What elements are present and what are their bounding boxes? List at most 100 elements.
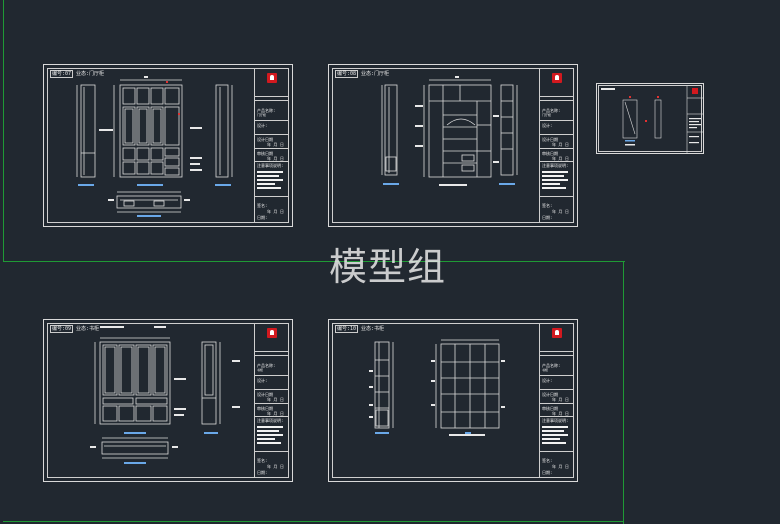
- guide-line-top-divider: [3, 261, 625, 262]
- tb-note-line: [542, 187, 566, 189]
- tb-divider: [255, 120, 289, 121]
- tb-ymd: 年 月 日: [267, 142, 284, 147]
- tb-date: 日期:: [257, 470, 268, 475]
- tb-product-value: 书柜: [542, 368, 549, 372]
- tb-note-line: [257, 183, 275, 185]
- tb-note-line: [542, 442, 566, 444]
- sheet-border: [332, 323, 574, 478]
- tb-note-line: [257, 175, 279, 177]
- sheet-title: 业态:书柜: [76, 326, 100, 332]
- tb-ymd: 年 月 日: [552, 142, 569, 147]
- tb-divider: [540, 416, 574, 417]
- tb-divider: [255, 403, 289, 404]
- tb-review-date: 审核日期: [257, 151, 273, 156]
- tb-divider: [540, 451, 574, 452]
- cad-drawing-hall-cabinet-interior: [381, 76, 518, 186]
- logo-icon: [692, 88, 698, 94]
- cad-drawing-thumbnail: [601, 86, 703, 153]
- tb-signature: 签名:: [542, 458, 553, 463]
- tb-note-line: [257, 171, 283, 173]
- tb-divider: [255, 355, 289, 356]
- tb-designer: 设计:: [257, 378, 268, 383]
- tb-product-value: 书柜: [257, 368, 264, 372]
- tb-signature: 签名:: [257, 203, 268, 208]
- tb-note-line: [257, 187, 281, 189]
- tb-note-line: [542, 430, 564, 432]
- tb-divider: [540, 355, 574, 356]
- tb-ymd: 年 月 日: [267, 397, 284, 402]
- sheet-code: 编号:07: [50, 70, 74, 78]
- tb-note-line: [257, 426, 283, 428]
- tb-divider: [255, 351, 289, 352]
- tb-note-line: [257, 434, 283, 436]
- sheet-border: [47, 323, 289, 478]
- sheet-code: 编号:10: [335, 325, 359, 333]
- tb-divider: [540, 389, 574, 390]
- tb-divider: [540, 96, 574, 97]
- tb-note-line: [542, 179, 568, 181]
- tb-divider: [255, 161, 289, 162]
- tb-review-date: 审核日期: [542, 406, 558, 411]
- tb-design-date: 设计日期: [542, 137, 558, 142]
- watermark-text: 模型组: [329, 245, 447, 289]
- sheet-title: 业态:书柜: [361, 326, 385, 332]
- tb-product-name: 产品名称:: [542, 108, 561, 113]
- tb-ymd: 年 月 日: [267, 411, 284, 416]
- tb-review-date: 审核日期: [257, 406, 273, 411]
- tb-ymd: 年 月 日: [267, 209, 284, 214]
- tb-divider: [255, 100, 289, 101]
- tb-divider: [255, 375, 289, 376]
- drawing-sheet-thumbnail[interactable]: [596, 83, 704, 154]
- sheet-code: 编号:08: [335, 70, 359, 78]
- tb-date: 日期:: [542, 215, 553, 220]
- tb-designer: 设计:: [542, 378, 553, 383]
- tb-notes-header: 注意事项说明:: [257, 418, 284, 423]
- cad-drawing-bookcase-front: [90, 326, 240, 464]
- tb-design-date: 设计日期: [257, 137, 273, 142]
- tb-note-line: [257, 179, 283, 181]
- tb-design-date: 设计日期: [257, 392, 273, 397]
- title-block: 产品名称: 书柜 设计: 设计日期 年 月 日 审核日期 年 月 日 注意事项说…: [539, 323, 574, 478]
- tb-divider: [540, 375, 574, 376]
- guide-line-bottom: [3, 521, 623, 522]
- tb-note-line: [542, 438, 560, 440]
- tb-signature: 签名:: [542, 203, 553, 208]
- tb-notes-header: 注意事项说明:: [542, 418, 569, 423]
- tb-product-value: 门厅柜: [542, 113, 552, 117]
- tb-divider: [540, 148, 574, 149]
- title-block: 产品名称: 门厅柜 设计: 设计日期 年 月 日 审核日期 年 月 日 注意事项…: [254, 68, 289, 223]
- tb-note-line: [542, 434, 568, 436]
- tb-divider: [255, 134, 289, 135]
- tb-note-line: [542, 175, 564, 177]
- tb-divider: [540, 134, 574, 135]
- logo-icon: [552, 328, 562, 338]
- tb-product-name: 产品名称:: [257, 363, 276, 368]
- tb-note-line: [542, 183, 560, 185]
- tb-ymd: 年 月 日: [552, 209, 569, 214]
- tb-divider: [255, 416, 289, 417]
- tb-divider: [255, 451, 289, 452]
- sheet-border: [598, 85, 702, 152]
- tb-divider: [540, 100, 574, 101]
- tb-product-value: 门厅柜: [257, 113, 267, 117]
- tb-divider: [255, 196, 289, 197]
- tb-review-date: 审核日期: [542, 151, 558, 156]
- tb-date: 日期:: [257, 215, 268, 220]
- tb-ymd: 年 月 日: [267, 464, 284, 469]
- tb-note-line: [542, 426, 568, 428]
- tb-date: 日期:: [542, 470, 553, 475]
- tb-divider: [540, 403, 574, 404]
- logo-icon: [267, 328, 277, 338]
- tb-design-date: 设计日期: [542, 392, 558, 397]
- sheet-code: 编号:09: [50, 325, 74, 333]
- tb-ymd: 年 月 日: [552, 411, 569, 416]
- tb-divider: [255, 96, 289, 97]
- guide-line-vertical-right: [623, 261, 624, 524]
